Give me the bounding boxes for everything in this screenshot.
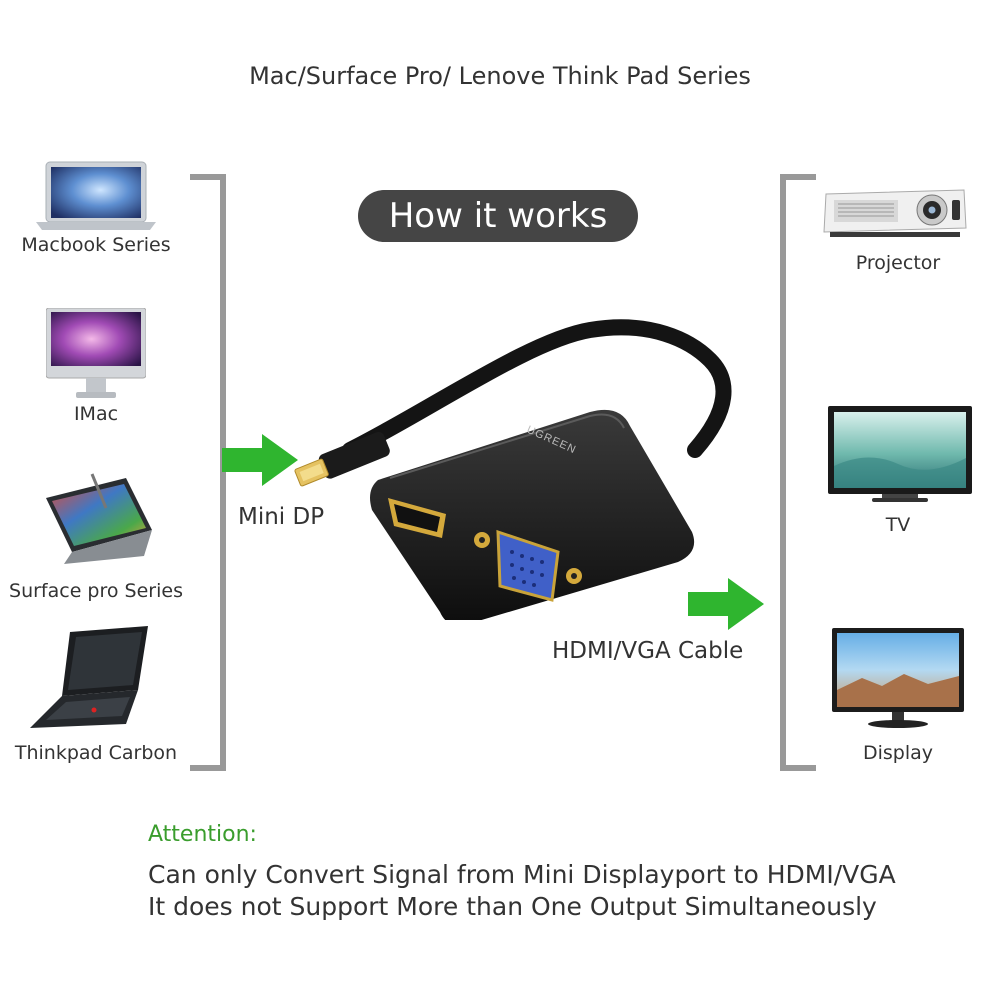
output-label-display: Display [862, 742, 934, 764]
how-it-works-badge: How it works [358, 190, 638, 242]
output-devices-bracket [780, 174, 816, 771]
page-title: Mac/Surface Pro/ Lenove Think Pad Series [249, 62, 751, 90]
macbook-icon [36, 161, 156, 230]
input-arrow-icon [222, 434, 298, 486]
thinkpad-icon [30, 626, 148, 728]
source-label-surface: Surface pro Series [9, 580, 183, 602]
projector-icon [823, 189, 967, 237]
source-label-thinkpad: Thinkpad Carbon [14, 742, 178, 764]
source-label-macbook: Macbook Series [21, 234, 171, 256]
output-arrow-icon [688, 578, 764, 630]
source-label-imac: IMac [73, 403, 119, 425]
hdmi-vga-label: HDMI/VGA Cable [552, 638, 744, 664]
attention-title: Attention: [148, 822, 257, 847]
mini-dp-label: Mini DP [238, 504, 325, 530]
adapter-illustration: UGREEN [294, 319, 732, 620]
source-devices-bracket [190, 174, 226, 771]
surface-pro-icon [46, 473, 152, 564]
attention-line-2: It does not Support More than One Output… [148, 892, 877, 921]
output-label-projector: Projector [855, 252, 941, 274]
output-label-tv: TV [885, 514, 911, 536]
tv-icon [828, 406, 972, 502]
attention-line-1: Can only Convert Signal from Mini Displa… [148, 860, 896, 889]
display-icon [832, 628, 964, 728]
imac-icon [46, 308, 146, 398]
